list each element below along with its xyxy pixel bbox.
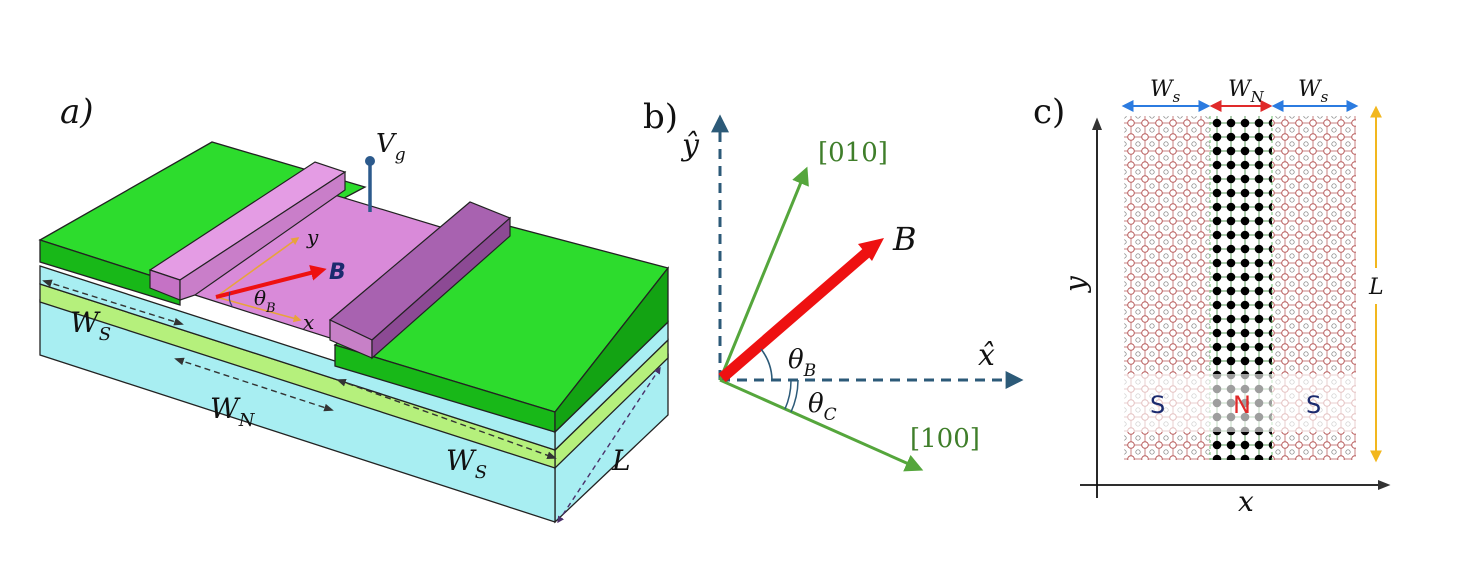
gate-right-ridge-side (371, 216, 511, 360)
theta-c-arc-inner (784, 379, 792, 410)
region-s-right-label: S (1306, 391, 1321, 419)
panel-c: c) x y S N S Ws WN Ws L (1033, 77, 1391, 518)
theta-b-arc-a (228, 291, 233, 307)
local-y-axis (215, 237, 300, 298)
local-y-label: y (306, 225, 319, 249)
gate-pin-head (365, 156, 375, 166)
region-label-band (1124, 374, 1356, 432)
length-dimension-a (557, 366, 661, 524)
field-arrowhead-b (858, 238, 884, 261)
x-axis-c-label: x (1238, 485, 1254, 518)
dir-010-label: [010] (818, 138, 888, 168)
ws-right-label: WS (446, 444, 487, 483)
dir-100-vector (719, 378, 924, 472)
panel-b-label: b) (643, 97, 678, 137)
wn-label: WN (210, 392, 256, 431)
ws-right-dimension (336, 378, 557, 460)
gate-electrode (148, 161, 512, 360)
ws-right-label-c: Ws (1298, 77, 1329, 106)
theta-b-label-a: θB (254, 286, 276, 316)
theta-b-arc (760, 348, 773, 381)
length-label-a: L (611, 444, 631, 477)
wn-dimension (174, 357, 334, 412)
panel-b: b) ŷ x̂ [010] [100] B θB θC (643, 97, 1024, 472)
field-label-b: B (892, 220, 917, 258)
dir-010-vector (718, 166, 809, 381)
local-x-label: x (303, 310, 314, 334)
field-label-a: B (329, 260, 346, 285)
ws-left-label-c: Ws (1150, 77, 1181, 106)
panel-a: a) (38, 92, 670, 524)
region-n-label: N (1233, 391, 1251, 419)
panel-a-label: a) (60, 92, 94, 132)
x-hat-label: x̂ (978, 338, 995, 373)
theta-c-arc-outer (790, 379, 799, 413)
length-label-bg (1364, 268, 1388, 304)
ws-left-dimension (42, 279, 184, 326)
region-s-left-label: S (1150, 391, 1165, 419)
wn-label-c: WN (1228, 77, 1265, 106)
field-vector-a (215, 265, 327, 299)
gate-voltage-label: Vg (376, 129, 406, 165)
field-vector-b (718, 243, 876, 383)
y-hat-label: ŷ (680, 128, 700, 163)
ws-left-label: WS (70, 306, 111, 345)
panel-c-label: c) (1033, 92, 1065, 132)
length-label-c: L (1368, 275, 1384, 300)
y-axis-c-label: y (1059, 275, 1092, 294)
theta-b-label-b: θB (788, 345, 816, 381)
dir-100-label: [100] (910, 424, 980, 454)
theta-c-label: θC (808, 389, 837, 425)
